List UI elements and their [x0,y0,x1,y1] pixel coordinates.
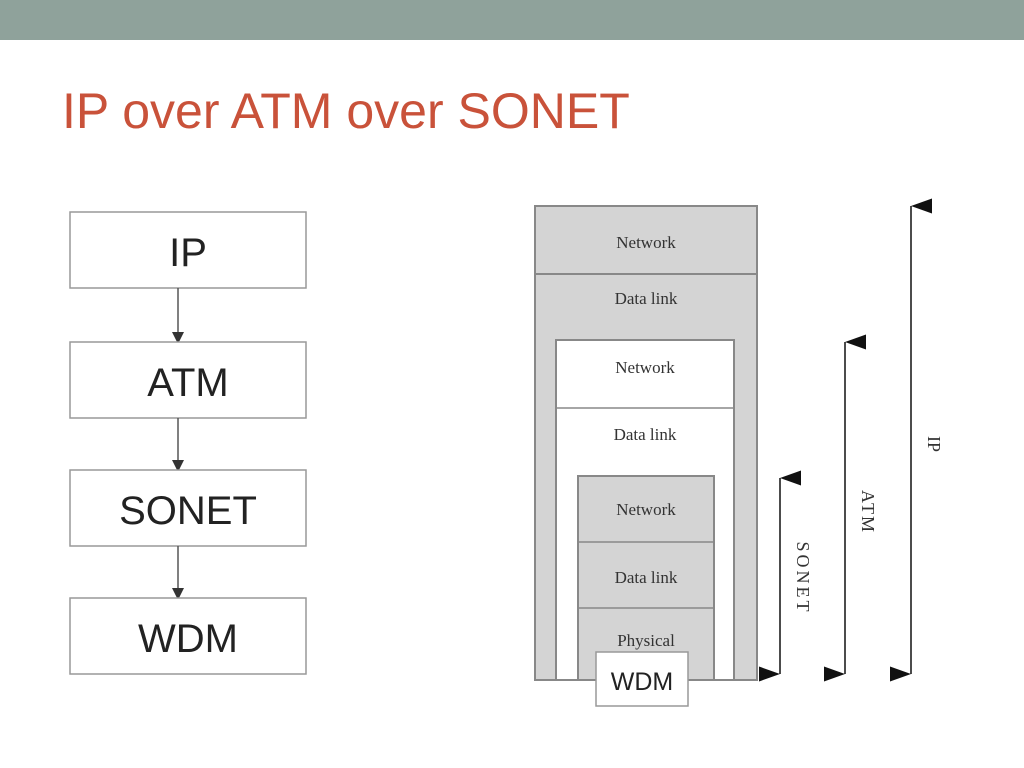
flow-box-sonet [69,469,307,547]
top-accent-bar [0,0,1024,40]
ip-datalink-label: Data link [615,289,678,308]
ip-span-label: IP [924,436,944,452]
atm-span-label: ATM [858,490,878,534]
flow-label-sonet: SONET [119,489,257,533]
sonet-network-label: Network [616,500,676,519]
slide-title: IP over ATM over SONET [62,83,630,139]
sonet-physical-label: Physical [617,631,675,650]
flow-label-wdm: WDM [138,617,238,661]
flow-label-ip: IP [169,231,207,275]
sonet-datalink-label: Data link [615,568,678,587]
flow-box-ip [69,211,307,289]
sonet-span-label: SONET [793,542,813,615]
atm-datalink-label: Data link [614,425,677,444]
flow-box-wdm [69,597,307,675]
wdm-label: WDM [611,668,673,696]
ip-network-label: Network [616,233,676,252]
wdm-box [595,651,689,707]
flow-label-atm: ATM [147,361,228,405]
sonet-layer-box [577,475,715,681]
flow-box-atm [69,341,307,419]
atm-network-label: Network [615,358,675,377]
